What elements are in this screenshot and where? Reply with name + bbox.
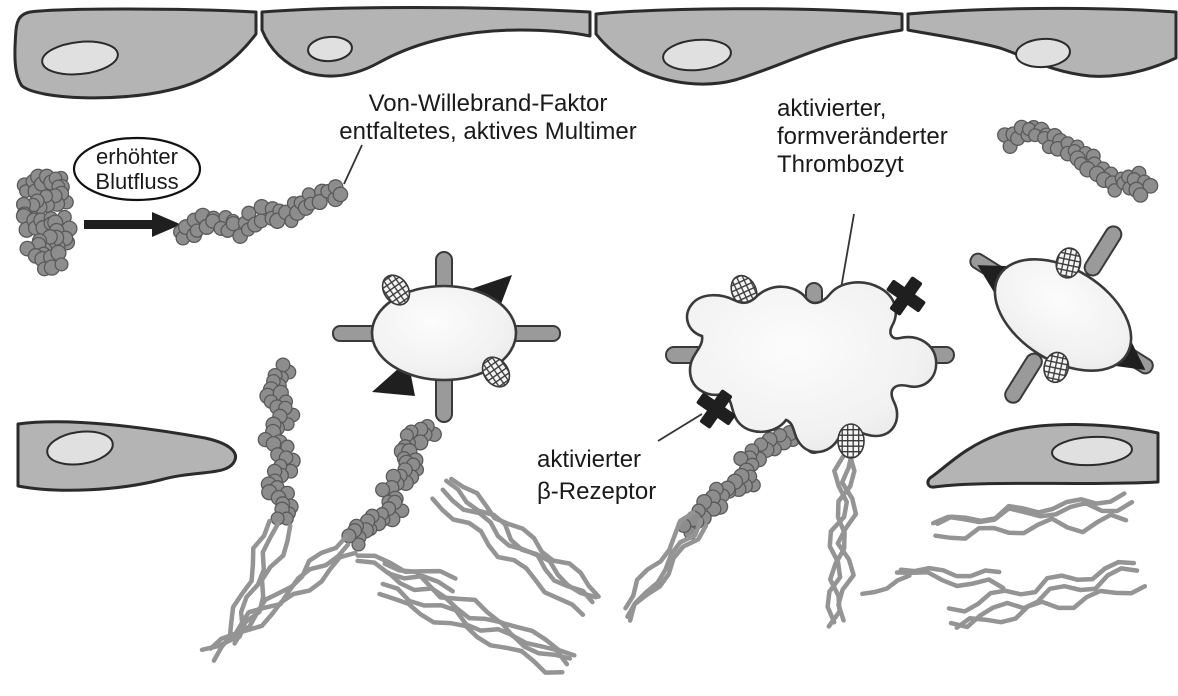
pointer-line xyxy=(657,413,703,442)
collagen-fiber xyxy=(954,584,1148,630)
collagen-fiber-bundle xyxy=(199,534,358,663)
collagen-fiber xyxy=(355,558,455,594)
cell-nucleus xyxy=(307,35,353,63)
collagen-fiber xyxy=(826,452,857,629)
receptor-crosshatch xyxy=(1043,351,1070,384)
beta-receptor-cross-icon xyxy=(696,389,736,429)
blood-flow-label-line2: Blutfluss xyxy=(95,169,178,194)
vwf-coiled-multimer xyxy=(15,168,78,277)
collagen-fiber-bundle xyxy=(825,450,859,629)
collagen-fiber xyxy=(227,518,272,642)
vwf-multimer-on-collagen xyxy=(676,417,810,540)
collagen-fiber-bundle xyxy=(355,553,458,594)
activated-platelet xyxy=(665,274,955,459)
collagen-fiber xyxy=(386,570,570,667)
vwf-unfolded-multimer xyxy=(173,179,349,246)
beta-receptor-label-line2: β-Rezeptor xyxy=(537,478,656,505)
endothelial-cell xyxy=(13,7,258,100)
collagen-fiber xyxy=(835,450,859,623)
pointer-line xyxy=(343,144,363,185)
flow-arrow-icon xyxy=(84,212,181,237)
collagen-fiber xyxy=(948,566,1140,630)
collagen-fiber xyxy=(860,573,912,597)
cell-nucleus xyxy=(41,40,119,76)
collagen-fiber-bundle xyxy=(894,565,1006,591)
collagen-fiber xyxy=(199,542,351,653)
platelet-body xyxy=(370,284,518,382)
vwf-multimer-on-collagen xyxy=(257,357,301,526)
collagen-fiber xyxy=(377,591,565,675)
tilted-platelet xyxy=(969,225,1154,404)
collagen-fiber xyxy=(380,581,573,661)
collagen-fiber-bundle xyxy=(860,573,912,597)
endothelial-cell xyxy=(260,6,592,78)
beta-receptor-cross-icon xyxy=(886,276,926,316)
collagen-fiber xyxy=(449,476,601,599)
collagen-fiber xyxy=(825,454,850,625)
receptor-crosshatch xyxy=(481,356,511,388)
cell-nucleus xyxy=(662,38,732,72)
vwf-label-line2: entfaltetes, aktives Multimer xyxy=(339,118,636,145)
vwf-multimer-on-collagen xyxy=(341,418,442,552)
collagen-fiber xyxy=(208,534,349,651)
cell-nucleus xyxy=(46,430,114,466)
endothelial-cell xyxy=(594,7,904,86)
vwf-label-line1: Von-Willebrand-Faktor xyxy=(369,90,608,117)
vwf-dot xyxy=(311,193,328,211)
collagen-fiber-bundle xyxy=(930,491,1135,541)
receptor-crosshatch xyxy=(1055,247,1082,279)
vwf-dot xyxy=(332,186,349,203)
collagen-fiber xyxy=(946,559,1137,614)
beta-receptor-label-line1: aktivierter xyxy=(537,446,641,473)
resting-platelet xyxy=(332,251,561,423)
collagen-fiber-bundle xyxy=(946,559,1148,630)
collagen-fiber xyxy=(430,496,586,617)
platelet-arm xyxy=(1083,225,1123,277)
receptor-crosshatch xyxy=(381,274,411,306)
collagen-fiber-bundle xyxy=(623,510,709,623)
activated-platelet-label-line2: formveränderter xyxy=(777,123,948,150)
collagen-fiber-bundle xyxy=(430,476,601,617)
collagen-fiber xyxy=(625,517,704,619)
platelet-arm xyxy=(1004,352,1043,404)
activated-platelet-label-line1: aktivierter, xyxy=(777,95,886,122)
collagen-fiber xyxy=(933,512,1129,541)
receptor-crosshatch xyxy=(837,423,865,459)
activated-platelet-label-line3: Thrombozyt xyxy=(777,151,904,178)
collagen-fiber xyxy=(894,570,1006,591)
vwf-unfolded-multimer xyxy=(997,119,1159,203)
collagen-fiber xyxy=(440,487,595,605)
cell-nucleus xyxy=(1051,435,1133,467)
vwf-dot xyxy=(54,257,69,272)
collagen-fiber xyxy=(623,510,696,611)
vwf-dot xyxy=(375,482,391,498)
blood-flow-label-line1: erhöhter xyxy=(96,144,178,169)
collagen-fiber-bundle xyxy=(377,561,577,675)
vwf-dot xyxy=(351,537,366,552)
collagen-fiber xyxy=(930,499,1135,526)
blood-flow-ellipse xyxy=(72,136,202,202)
collagen-fiber xyxy=(355,553,458,581)
endothelial-cell-row xyxy=(13,6,1178,100)
vwf-dot xyxy=(1132,187,1149,203)
vwf-dot xyxy=(1142,177,1159,194)
collagen-fiber xyxy=(382,561,577,658)
cell-nucleus xyxy=(1015,37,1071,69)
platelet-body xyxy=(993,258,1133,372)
